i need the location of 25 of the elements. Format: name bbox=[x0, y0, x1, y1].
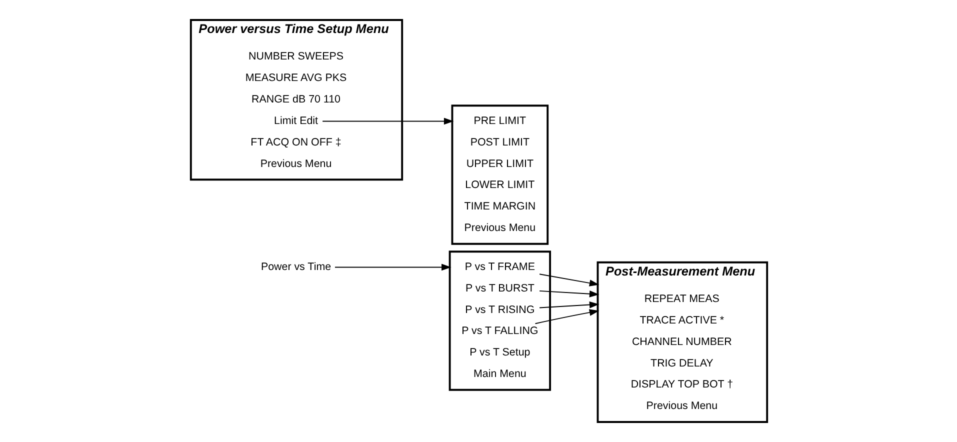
node-text: LOWER LIMIT bbox=[464, 179, 534, 192]
node-text: TRACE ACTIVE * bbox=[639, 314, 724, 326]
node-text: MEASURE AVG PKS bbox=[244, 72, 346, 84]
node-text: POST LIMIT bbox=[470, 136, 530, 148]
node-text: P vs T RISING bbox=[464, 304, 534, 316]
node-text: TRIG DELAY bbox=[650, 357, 713, 370]
node-text: REPEAT MEAS bbox=[644, 293, 719, 306]
node-text: P vs T BURST bbox=[464, 282, 534, 294]
node-text: Main Menu bbox=[472, 368, 526, 380]
node-text: Limit Edit bbox=[274, 114, 318, 127]
node-text: FT ACQ ON OFF ‡ bbox=[250, 136, 341, 148]
node-text: DISPLAY TOP BOT † bbox=[630, 378, 733, 391]
node-text: Previous Menu bbox=[464, 222, 536, 234]
node-text: CHANNEL NUMBER bbox=[631, 336, 732, 348]
node-text: UPPER LIMIT bbox=[466, 158, 533, 170]
node-text: P vs T FALLING bbox=[461, 325, 538, 338]
node-text: Power vs Time bbox=[260, 260, 331, 273]
node-text: NUMBER SWEEPS bbox=[248, 50, 344, 63]
node-text: TIME MARGIN bbox=[464, 200, 536, 213]
node-text: P vs T FRAME bbox=[464, 260, 534, 273]
node-text: Previous Menu bbox=[646, 400, 718, 412]
node-text: RANGE dB 70 110 bbox=[251, 94, 340, 106]
node-text: Previous Menu bbox=[260, 158, 332, 170]
node-text: PRE LIMIT bbox=[473, 114, 526, 127]
node-text: P vs T Setup bbox=[469, 346, 530, 359]
